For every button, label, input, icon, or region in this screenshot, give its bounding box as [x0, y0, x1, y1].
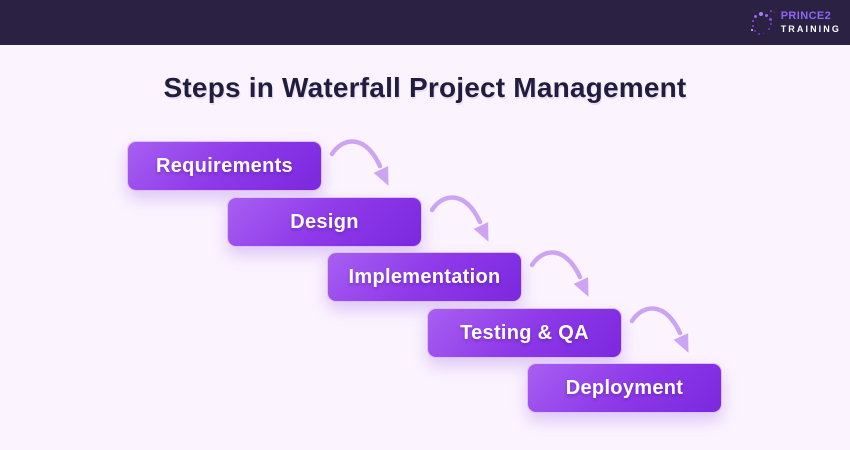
- curved-arrow-icon: [329, 139, 395, 191]
- curved-arrow-icon: [429, 195, 495, 247]
- step-label: Deployment: [565, 376, 684, 399]
- step-label: Design: [290, 210, 359, 233]
- step-label: Requirements: [156, 154, 293, 177]
- step-box-implementation: Implementation: [327, 252, 522, 302]
- step-label: Testing & QA: [460, 321, 589, 344]
- step-label: Implementation: [348, 265, 501, 288]
- header-bar: PRINCE2 TRAINING: [0, 0, 850, 45]
- curved-arrow-icon: [529, 250, 595, 302]
- step-box-testing-qa: Testing & QA: [427, 308, 622, 358]
- logo-text: PRINCE2 TRAINING: [781, 11, 841, 34]
- step-box-design: Design: [227, 197, 422, 247]
- curved-arrow-icon: [629, 306, 695, 358]
- logo-brand: PRINCE2: [780, 10, 832, 22]
- page-title: Steps in Waterfall Project Management: [163, 72, 687, 103]
- step-box-deployment: Deployment: [527, 363, 722, 413]
- step-box-requirements: Requirements: [127, 141, 322, 191]
- dotted-circle-icon: [750, 9, 776, 37]
- prince2-logo: PRINCE2 TRAINING: [750, 6, 841, 39]
- logo-tagline: TRAINING: [780, 24, 841, 34]
